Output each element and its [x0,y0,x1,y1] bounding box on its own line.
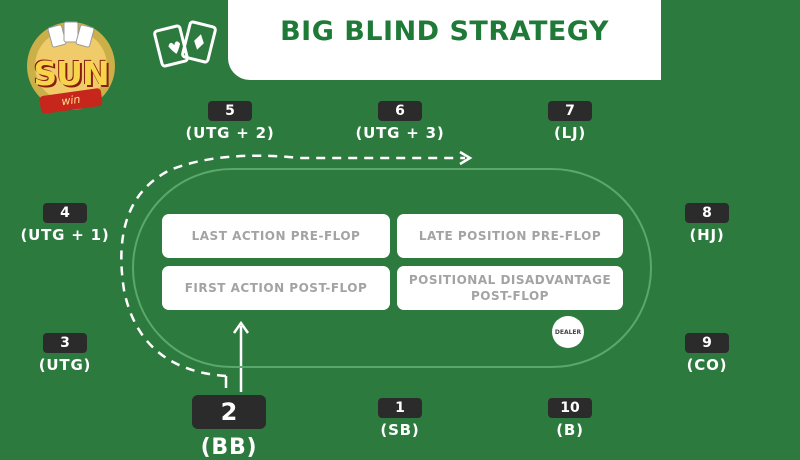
seat-number: 6 [378,101,422,121]
seat-9: 9 (CO) [667,332,747,374]
seat-number: 5 [208,101,252,121]
seat-3: 3 (UTG) [25,332,105,374]
seat-number: 3 [43,333,87,353]
info-card-first-action: FIRST ACTION POST-FLOP [162,266,390,310]
seat-4: 4 (UTG + 1) [15,202,115,244]
logo-emblem-icon [27,21,115,110]
poker-table [132,168,652,368]
seat-10: 10 (B) [530,397,610,439]
seat-number: 10 [548,398,592,418]
info-card-late-position: LATE POSITION PRE-FLOP [397,214,623,258]
seat-position-label: (UTG + 2) [185,124,275,142]
logo-wordmark: SUN [33,54,109,93]
seat-1: 1 (SB) [360,397,440,439]
sunwin-logo: SUN win [12,14,130,118]
seat-position-label: (LJ) [553,124,587,142]
seat-5: 5 (UTG + 2) [180,100,280,142]
page-title: BIG BLIND STRATEGY [280,16,609,47]
seat-6: 6 (UTG + 3) [345,100,455,142]
dealer-button: DEALER [552,316,584,348]
seat-7: 7 (LJ) [530,100,610,142]
title-banner: BIG BLIND STRATEGY [228,0,661,80]
arrow-head-right-icon [459,150,473,166]
seat-position-label: (UTG) [38,356,92,374]
seat-position-label: (SB) [380,421,420,439]
seat-position-label: (B) [556,421,584,439]
playing-cards-icon [153,20,217,68]
seat-number: 7 [548,101,592,121]
arrow-head-up-icon [232,320,250,334]
seat-position-label: (UTG + 3) [355,124,445,142]
seat-8: 8 (HJ) [667,202,747,244]
info-card-last-action: LAST ACTION PRE-FLOP [162,214,390,258]
seat-position-label: (UTG + 1) [20,226,110,244]
seat-position-label: (CO) [686,356,728,374]
seat-number: 8 [685,203,729,223]
seat-number: 9 [685,333,729,353]
seat-2-big-blind: 2 (BB) [186,395,272,460]
seat-number: 1 [378,398,422,418]
seat-position-label: (HJ) [689,226,725,244]
seat-number: 2 [192,395,266,429]
info-card-positional-disadvantage: POSITIONAL DISADVANTAGE POST-FLOP [397,266,623,310]
action-arrows [120,150,473,392]
seat-position-label: (BB) [200,435,258,460]
seat-number: 4 [43,203,87,223]
